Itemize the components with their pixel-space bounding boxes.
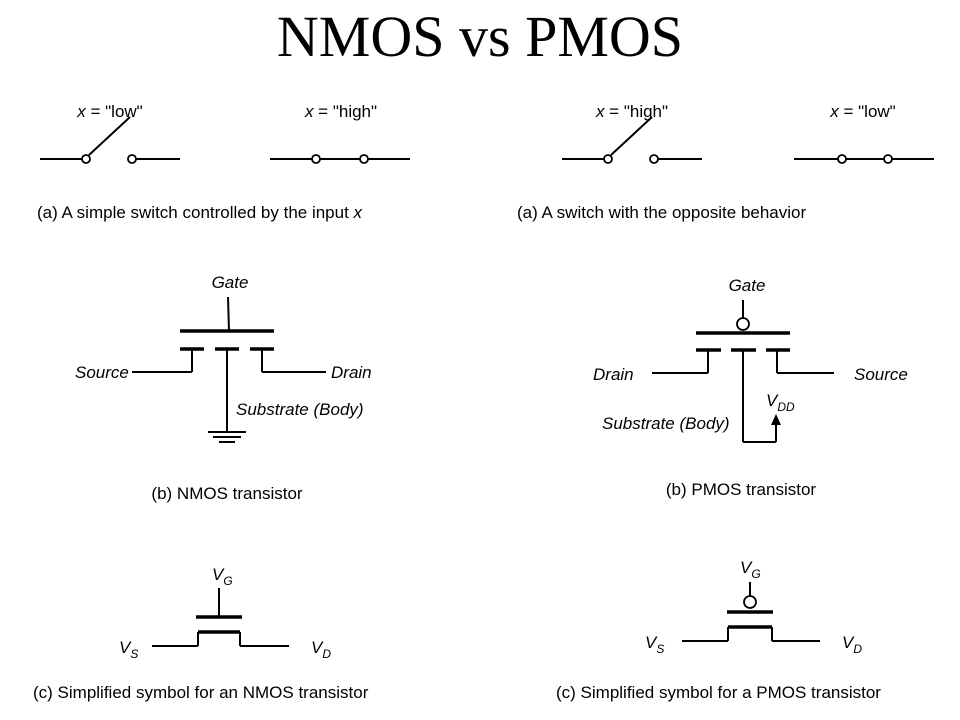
switch-closed-low: x = "low" <box>794 102 934 164</box>
caption-opposite-switch: (a) A switch with the opposite behavior <box>517 203 806 222</box>
caption-nmos-simplified: (c) Simplified symbol for an NMOS transi… <box>33 683 369 702</box>
vdd-arrow <box>771 414 781 425</box>
caption-simple-switch: (a) A simple switch controlled by the in… <box>37 203 363 222</box>
caption-pmos-transistor: (b) PMOS transistor <box>666 480 817 499</box>
switch-open-low: x = "low" <box>40 102 180 164</box>
pmos-vs-label: VS <box>645 633 664 656</box>
switch-contact <box>311 154 321 164</box>
nmos-source-label: Source <box>75 363 129 382</box>
switch-label-low: x = "low" <box>76 102 142 121</box>
nmos-simplified-symbol: VG VS VD <box>119 565 331 661</box>
nmos-drain-label: Drain <box>331 363 372 382</box>
pmos-vd-label: VD <box>842 633 862 656</box>
switch-label-high: x = "high" <box>304 102 377 121</box>
pmos-transistor-symbol: Gate Drain Source VDD Substrate (Body) <box>593 276 908 443</box>
switch-contact <box>81 154 91 164</box>
switch-contact <box>127 154 137 164</box>
switch-contact <box>359 154 369 164</box>
switch-open-high: x = "high" <box>562 102 702 164</box>
page-title: NMOS vs PMOS <box>277 4 683 69</box>
pmos-drain-label: Drain <box>593 365 634 384</box>
pmos-simplified-symbol: VG VS VD <box>645 558 862 656</box>
gate-bubble <box>736 317 750 331</box>
nmos-vs-label: VS <box>119 638 138 661</box>
pmos-vdd-label: VDD <box>766 391 795 414</box>
caption-pmos-simplified: (c) Simplified symbol for a PMOS transis… <box>556 683 881 702</box>
caption-nmos-transistor: (b) NMOS transistor <box>151 484 302 503</box>
gate-bubble <box>743 595 757 609</box>
pmos-vg-label: VG <box>740 558 761 581</box>
switch-contact <box>837 154 847 164</box>
switch-label-low: x = "low" <box>829 102 895 121</box>
switch-contact <box>603 154 613 164</box>
switch-contact <box>883 154 893 164</box>
pmos-substrate-label: Substrate (Body) <box>602 414 730 433</box>
nmos-vd-label: VD <box>311 638 331 661</box>
pmos-gate-label: Gate <box>729 276 766 295</box>
pmos-source-label: Source <box>854 365 908 384</box>
nmos-substrate-label: Substrate (Body) <box>236 400 364 419</box>
nmos-transistor-symbol: Gate Source Drain Substrate (Body) <box>75 273 372 443</box>
switch-label-high: x = "high" <box>595 102 668 121</box>
nmos-vg-label: VG <box>212 565 233 588</box>
switch-contact <box>649 154 659 164</box>
switch-closed-high: x = "high" <box>270 102 410 164</box>
nmos-gate-label: Gate <box>212 273 249 292</box>
